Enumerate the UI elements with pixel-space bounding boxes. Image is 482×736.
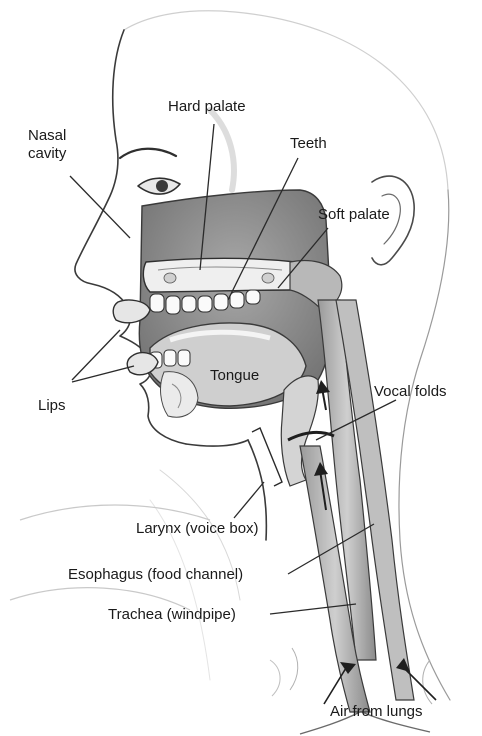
label-hard-palate: Hard palate xyxy=(168,98,246,115)
label-larynx: Larynx (voice box) xyxy=(136,520,259,537)
label-trachea: Trachea (windpipe) xyxy=(108,606,236,623)
label-tongue: Tongue xyxy=(210,367,259,384)
label-air-from-lungs: Air from lungs xyxy=(330,703,423,720)
label-vocal-folds: Vocal folds xyxy=(374,383,447,400)
label-teeth: Teeth xyxy=(290,135,327,152)
label-esophagus: Esophagus (food channel) xyxy=(68,566,243,583)
larynx-bracket xyxy=(252,428,282,486)
label-soft-palate: Soft palate xyxy=(318,206,390,223)
label-lips: Lips xyxy=(38,397,66,414)
label-nasal-cavity: Nasal cavity xyxy=(28,127,66,163)
